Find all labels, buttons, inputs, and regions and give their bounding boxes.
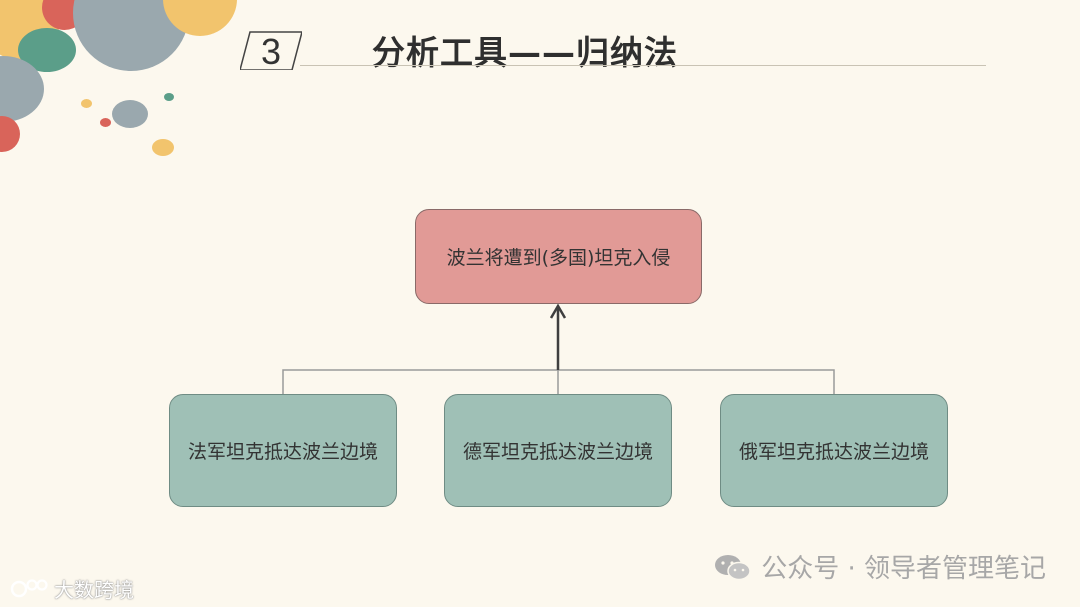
wechat-icon <box>715 554 751 580</box>
premise-text: 德军坦克抵达波兰边境 <box>462 441 653 463</box>
section-number-badge: 3 <box>240 30 302 72</box>
section-number: 3 <box>260 31 282 72</box>
logo-text: 大数跨境 <box>54 578 134 602</box>
premise-box: 法军坦克抵达波兰边境 <box>169 394 397 507</box>
conclusion-box: 波兰将遭到(多国)坦克入侵 <box>415 209 702 304</box>
watermark: 公众号 · 领导者管理笔记 <box>713 548 1046 585</box>
connector-arrow-head <box>549 303 567 319</box>
premise-text: 俄军坦克抵达波兰边境 <box>738 441 929 463</box>
premise-box: 俄军坦克抵达波兰边境 <box>720 394 948 507</box>
logo-icon <box>10 578 48 597</box>
premise-text: 法军坦克抵达波兰边境 <box>187 441 378 463</box>
premise-box: 德军坦克抵达波兰边境 <box>444 394 672 507</box>
decor-circle <box>152 139 174 156</box>
decor-circle <box>100 118 111 127</box>
decor-circle <box>81 99 92 108</box>
brand-logo: 大数跨境 <box>10 574 134 603</box>
watermark-text: 公众号 · 领导者管理笔记 <box>761 554 1046 584</box>
title-divider <box>300 65 986 66</box>
decor-circle <box>112 100 148 128</box>
decor-circle <box>0 116 20 152</box>
conclusion-text: 波兰将遭到(多国)坦克入侵 <box>446 247 671 269</box>
decor-circle <box>164 93 174 101</box>
